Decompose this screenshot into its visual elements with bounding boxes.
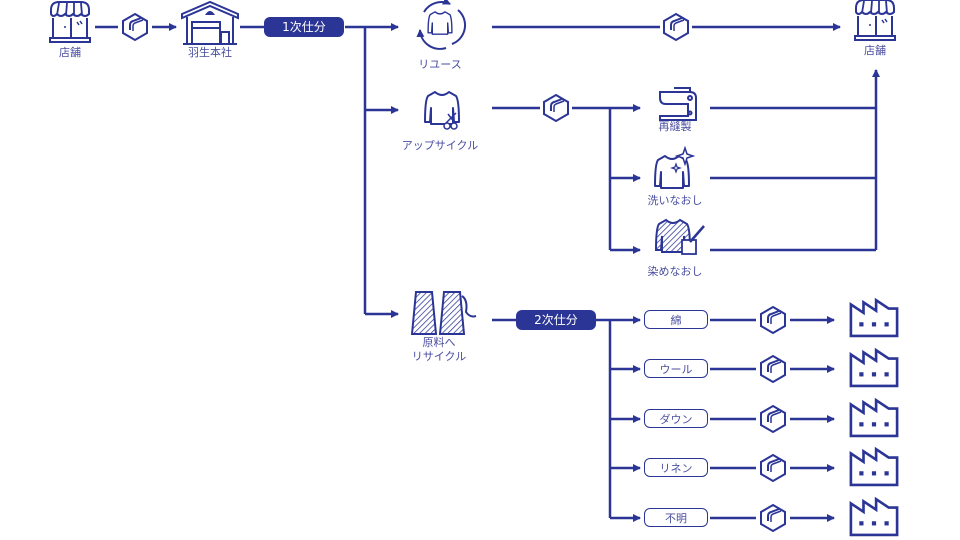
factory-icon <box>849 348 899 388</box>
resew-label: 再縫製 <box>658 120 692 133</box>
store-icon <box>854 0 896 41</box>
sparkle-shirt-icon <box>654 145 696 189</box>
primary-sort-badge: 1次仕分 <box>264 17 344 37</box>
hq-label: 羽生本社 <box>188 46 232 59</box>
material-box-wool: ウール <box>644 359 708 378</box>
dyed-shirt-icon <box>654 218 705 255</box>
store-icon <box>49 1 91 43</box>
reuse-label: リユース <box>418 58 462 71</box>
connector-lines <box>95 23 880 522</box>
material-box-linen: リネン <box>644 458 708 477</box>
material-box-down: ダウン <box>644 409 708 428</box>
material-row-lines <box>710 316 835 522</box>
recycle-label-line2: リサイクル <box>411 350 467 363</box>
secondary-sort-badge: 2次仕分 <box>516 310 596 330</box>
shirt-scissors-icon <box>424 91 460 130</box>
recycle-label-line1: 原料へ <box>422 336 456 349</box>
package-icon <box>760 405 786 433</box>
store-end-label: 店舗 <box>864 44 886 57</box>
factory-icon <box>849 447 899 487</box>
package-icon <box>760 355 786 383</box>
package-icon <box>122 13 148 41</box>
package-icons-materials <box>760 306 786 532</box>
factory-icon <box>849 398 899 438</box>
package-icon <box>663 13 689 41</box>
warehouse-icon <box>181 1 239 45</box>
package-icon <box>760 454 786 482</box>
material-box-unknown: 不明 <box>644 508 708 527</box>
reuse-shirt-icon <box>416 0 467 50</box>
material-box-cotton: 綿 <box>644 310 708 329</box>
sewing-machine-icon <box>659 87 697 121</box>
factory-icons <box>849 298 899 537</box>
factory-icon <box>849 497 899 537</box>
upcycle-label: アップサイクル <box>401 139 479 152</box>
thread-spools-icon <box>410 291 477 335</box>
factory-icon <box>849 298 899 338</box>
package-icon <box>760 504 786 532</box>
redye-label: 染めなおし <box>647 265 703 278</box>
rewash-label: 洗いなおし <box>647 194 703 207</box>
store-start-label: 店舗 <box>59 46 81 59</box>
package-icon <box>760 306 786 334</box>
package-icon <box>543 94 569 122</box>
